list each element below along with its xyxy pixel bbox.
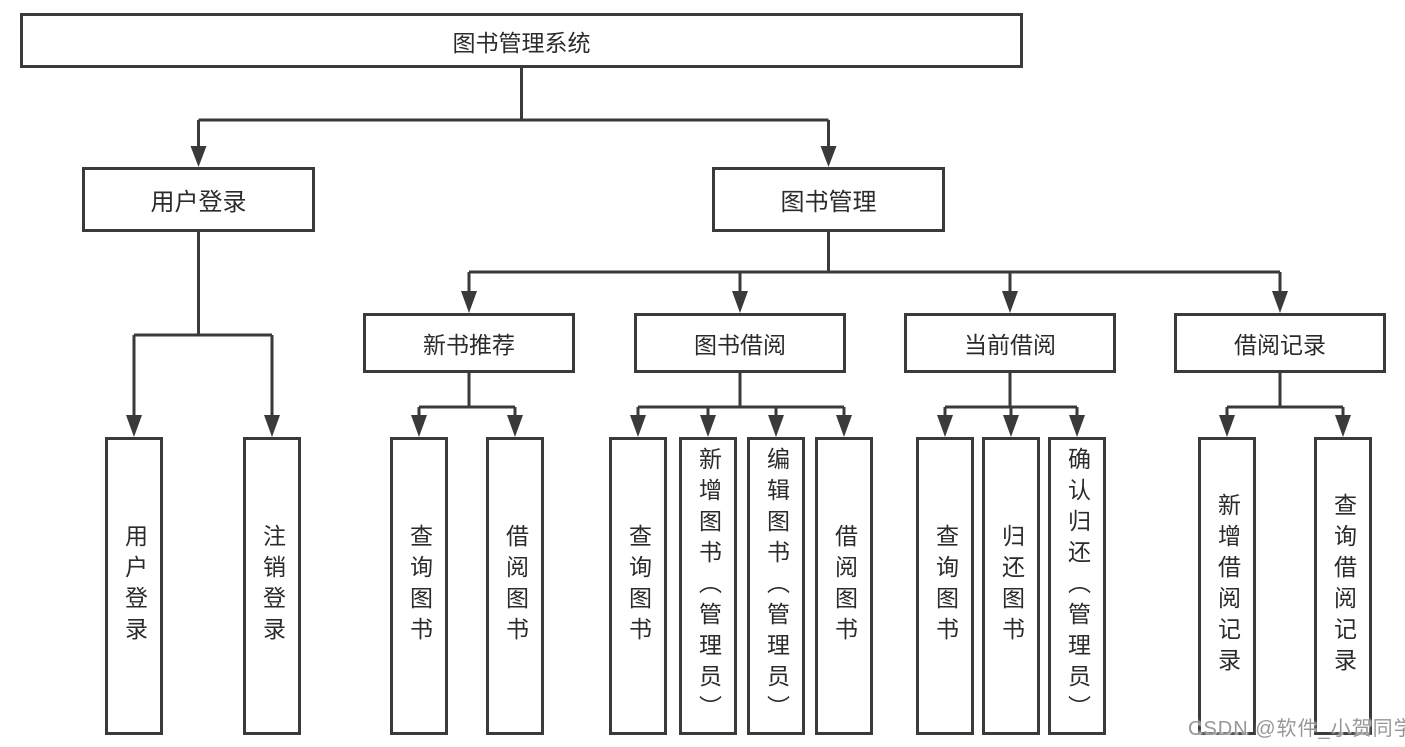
leaf-record-add: 新增借阅记录 — [1198, 437, 1256, 735]
leaf-current-return-books: 归还图书 — [982, 437, 1040, 735]
leaf-user-login: 用户登录 — [105, 437, 163, 735]
node-root-label: 图书管理系统 — [452, 29, 591, 56]
leaf-newbook-borrow-books-label: 借阅图书 — [502, 524, 529, 648]
leaf-current-query-books: 查询图书 — [916, 437, 974, 735]
leaf-newbook-query-books-label: 查询图书 — [406, 524, 433, 648]
tree-edges — [132, 68, 1345, 416]
leaf-user-login-label: 用户登录 — [121, 524, 148, 648]
leaf-current-return-books-label: 归还图书 — [998, 524, 1025, 648]
leaf-record-query-label: 查询借阅记录 — [1330, 493, 1357, 679]
node-current-borrow: 当前借阅 — [904, 313, 1116, 373]
leaf-borrow-edit-books-admin: 编辑图书（管理员） — [747, 437, 805, 735]
node-book-borrow-label: 图书借阅 — [694, 332, 786, 358]
leaf-logout-login: 注销登录 — [243, 437, 301, 735]
leaf-borrow-add-books-admin-label: 新增图书（管理员） — [695, 446, 722, 726]
leaf-borrow-add-books-admin: 新增图书（管理员） — [679, 437, 737, 735]
node-new-book-recommend-label: 新书推荐 — [423, 332, 515, 358]
watermark: CSDN @软件_小贺同学 — [1188, 718, 1405, 740]
leaf-current-confirm-return-admin: 确认归还（管理员） — [1048, 437, 1106, 735]
node-user-login-label: 用户登录 — [150, 189, 247, 216]
arrowheads — [126, 146, 1351, 437]
leaf-current-query-books-label: 查询图书 — [932, 524, 959, 648]
leaf-borrow-borrow-books-label: 借阅图书 — [831, 524, 858, 648]
leaf-record-query: 查询借阅记录 — [1314, 437, 1372, 735]
node-borrow-record: 借阅记录 — [1174, 313, 1386, 373]
node-book-borrow: 图书借阅 — [634, 313, 846, 373]
node-new-book-recommend: 新书推荐 — [363, 313, 575, 373]
leaf-newbook-query-books: 查询图书 — [390, 437, 448, 735]
node-root: 图书管理系统 — [20, 13, 1023, 68]
node-current-borrow-label: 当前借阅 — [964, 332, 1056, 358]
node-borrow-record-label: 借阅记录 — [1234, 332, 1326, 358]
leaf-borrow-borrow-books: 借阅图书 — [815, 437, 873, 735]
leaf-borrow-query-books-label: 查询图书 — [625, 524, 652, 648]
leaf-current-confirm-return-admin-label: 确认归还（管理员） — [1064, 446, 1091, 726]
leaf-borrow-query-books: 查询图书 — [609, 437, 667, 735]
node-book-management: 图书管理 — [712, 167, 945, 232]
leaf-record-add-label: 新增借阅记录 — [1214, 493, 1241, 679]
node-user-login: 用户登录 — [82, 167, 315, 232]
leaf-logout-login-label: 注销登录 — [259, 524, 286, 648]
leaf-borrow-edit-books-admin-label: 编辑图书（管理员） — [763, 446, 790, 726]
leaf-newbook-borrow-books: 借阅图书 — [486, 437, 544, 735]
node-book-management-label: 图书管理 — [780, 189, 877, 216]
